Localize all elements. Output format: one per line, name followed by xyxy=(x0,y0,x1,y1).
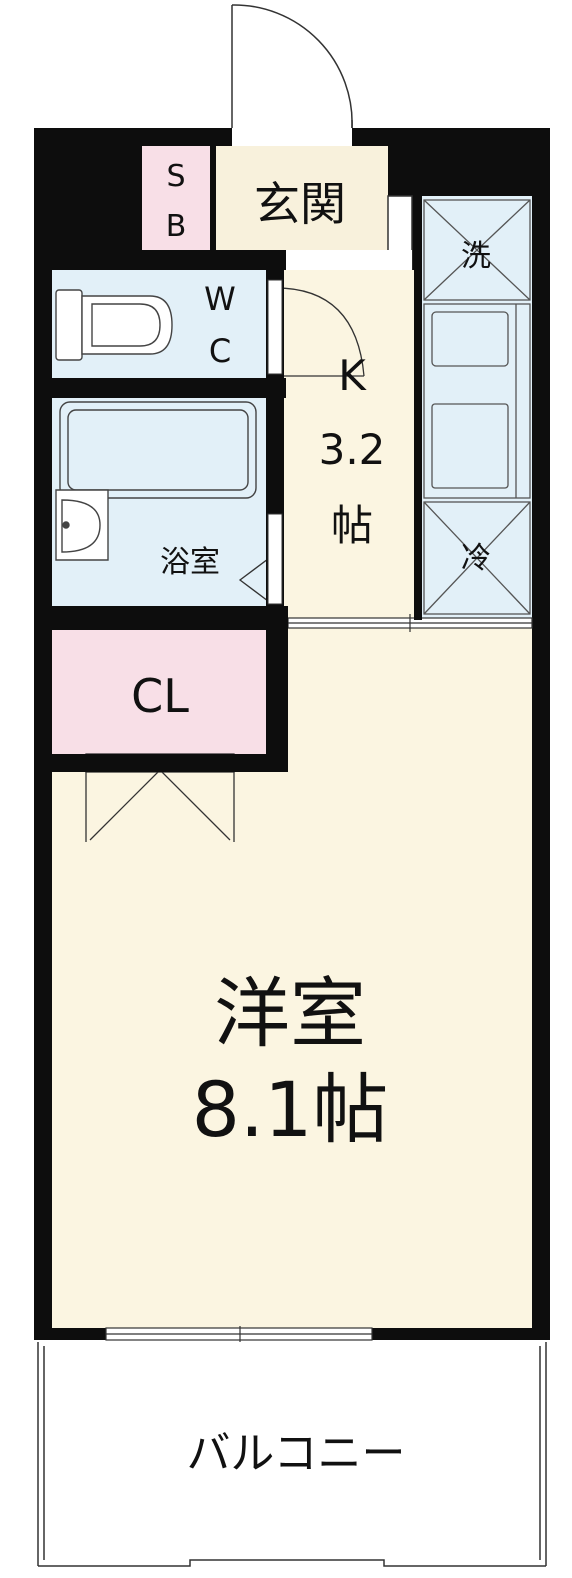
sb-label-b: B xyxy=(166,209,187,244)
wc-label-w: W xyxy=(204,280,236,318)
washer-label: 洗 xyxy=(461,239,491,274)
balcony-window xyxy=(105,1326,373,1342)
balcony-railing xyxy=(37,1342,547,1567)
washer-space xyxy=(423,199,531,301)
fridge-label: 冷 xyxy=(461,541,491,576)
wc-label-c: C xyxy=(209,332,231,370)
western-room xyxy=(52,628,532,1328)
closet-label: CL xyxy=(131,669,189,723)
fridge-space xyxy=(423,501,531,615)
kitchen-area xyxy=(284,270,414,620)
balcony-label: バルコニー xyxy=(186,1428,405,1479)
toilet xyxy=(55,289,173,361)
kitchen-counter xyxy=(423,303,531,499)
entrance-door xyxy=(231,4,353,129)
bath-label: 浴室 xyxy=(160,545,220,580)
closet-room xyxy=(52,630,266,754)
bathtub xyxy=(59,401,257,499)
balcony-area xyxy=(34,1340,550,1566)
sb-label-s: S xyxy=(166,159,185,194)
bath-door xyxy=(238,555,273,605)
kitchen-label: K xyxy=(338,351,367,400)
equipment-column xyxy=(420,196,532,622)
entrance-label: 玄関 xyxy=(254,177,346,231)
kitchen-size: 3.2 xyxy=(319,425,386,474)
shoe-box xyxy=(142,146,210,250)
wash-basin xyxy=(55,489,109,561)
kitchen-unit: 帖 xyxy=(331,501,373,550)
entrance-area xyxy=(214,146,388,250)
wc-door xyxy=(270,287,365,377)
western-room-label: 洋室 xyxy=(214,969,366,1058)
western-room-size: 8.1帖 xyxy=(192,1065,389,1154)
